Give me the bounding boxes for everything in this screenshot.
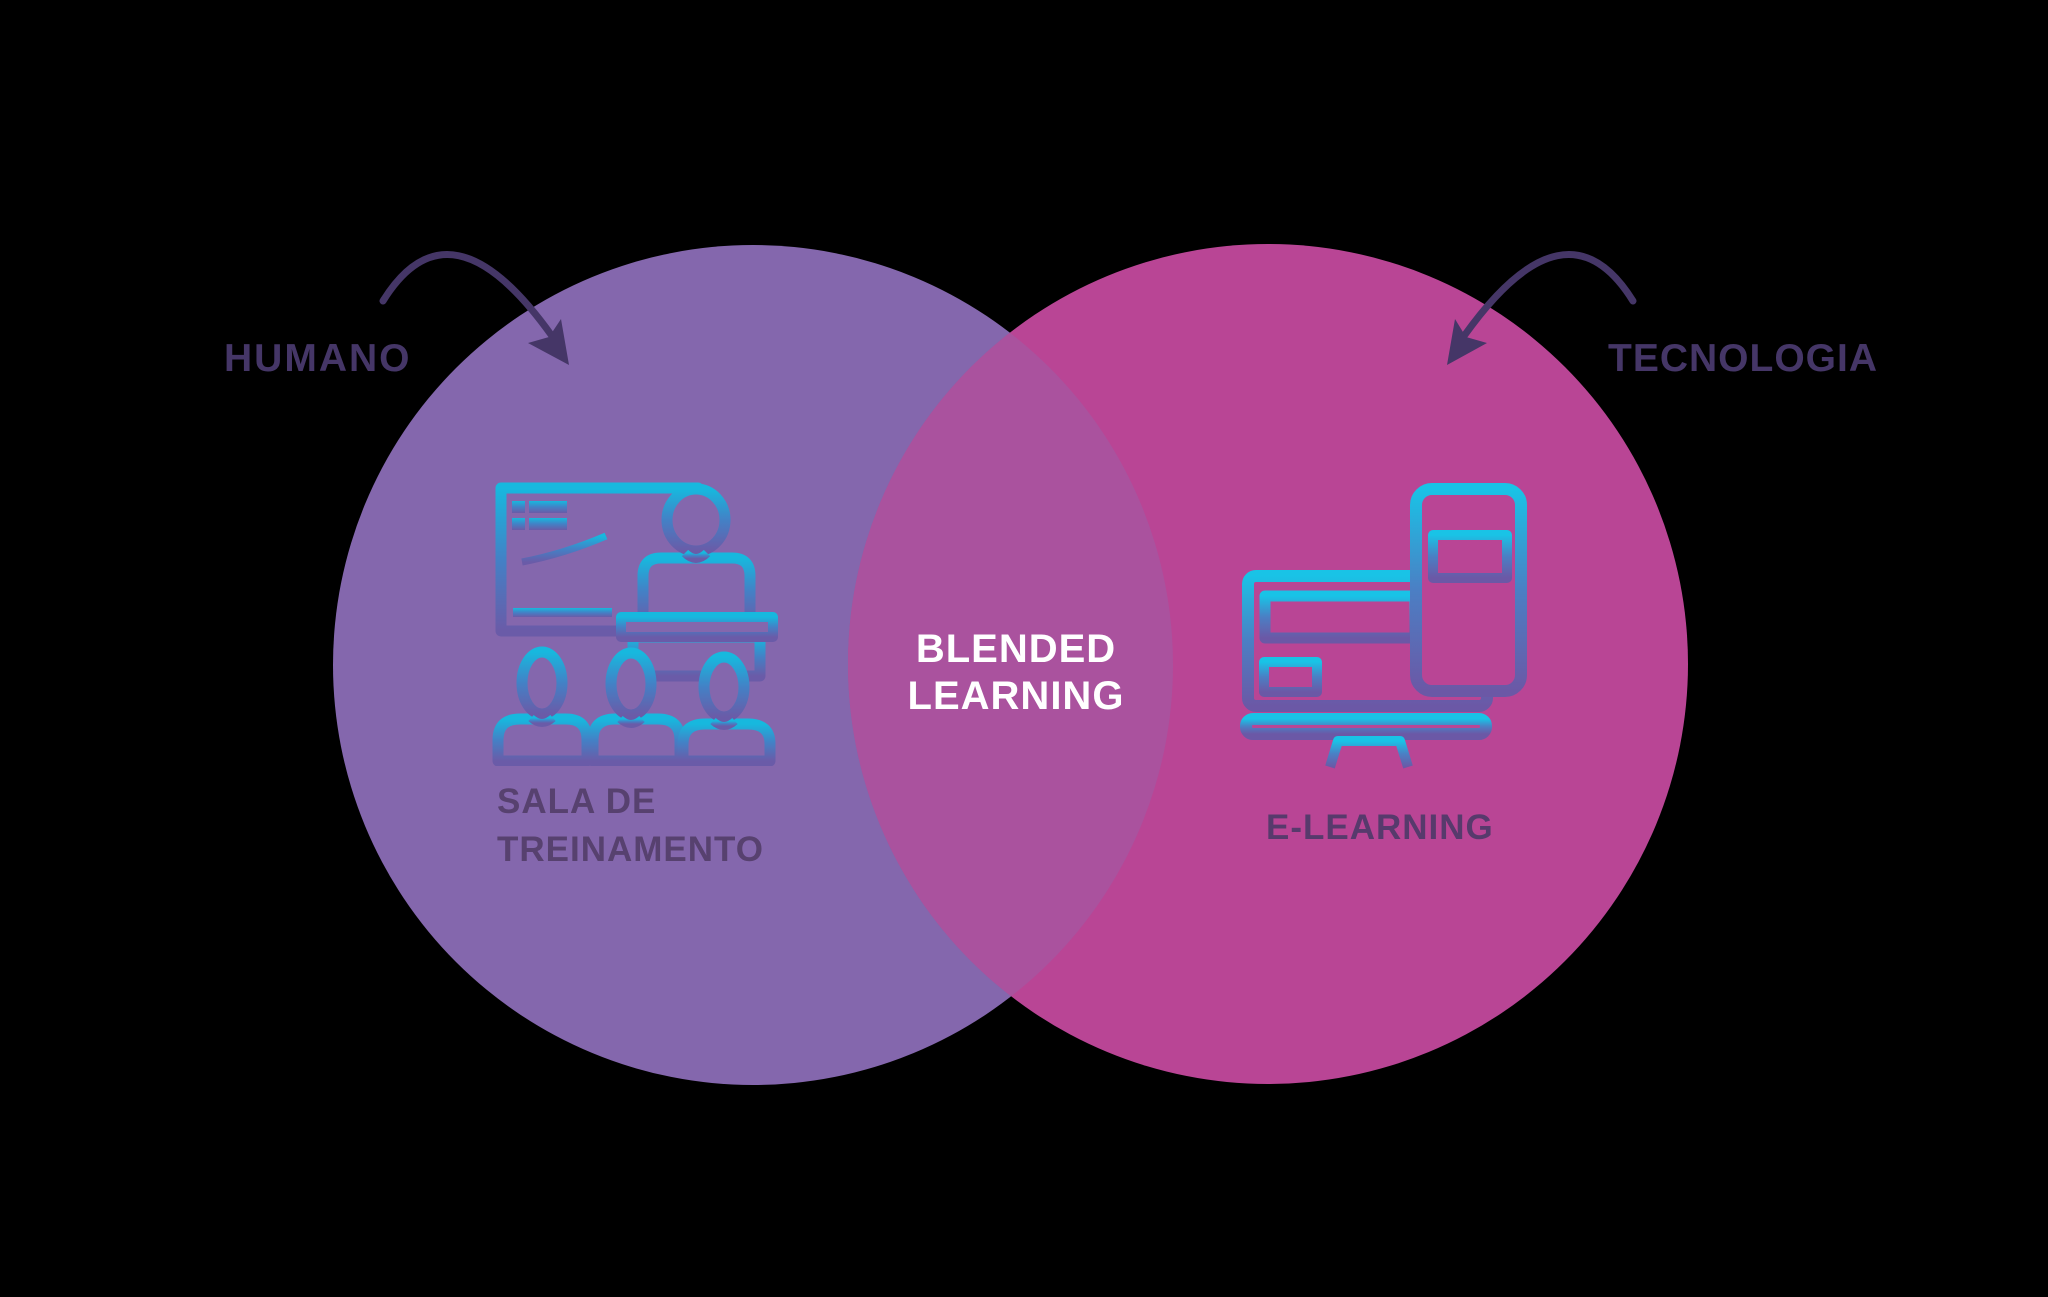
overlap-lens [848,245,1173,1084]
right-circle-label: E-LEARNING [1266,808,1494,847]
humano-arrow-icon [379,251,569,365]
tecnologia-arrow-icon [1447,251,1637,365]
overlap-label-line1: BLENDED [915,627,1117,671]
left-circle-label: SALA DE TREINAMENTO [497,778,764,874]
overlap-label: BLENDED LEARNING [866,626,1166,720]
humano-annotation: HUMANO [224,337,412,380]
training-room-icon [492,482,778,766]
left-circle-label-line2: TREINAMENTO [497,830,765,869]
tecnologia-annotation: TECNOLOGIA [1608,337,1878,380]
overlap-label-line2: LEARNING [907,674,1125,718]
left-circle-label-line1: SALA DE [497,782,657,821]
computer-smartphone-icon [1240,483,1527,776]
